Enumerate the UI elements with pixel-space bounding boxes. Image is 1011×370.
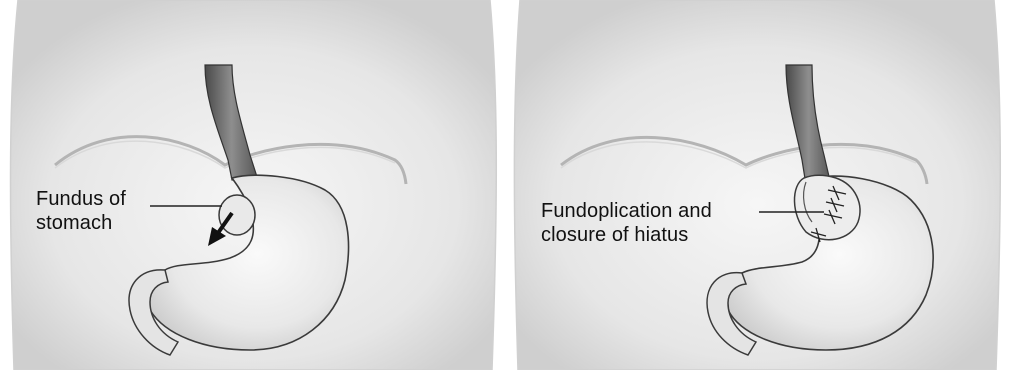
- after-repair-drawing: [506, 0, 1011, 370]
- hiatal-hernia-fundus: [219, 195, 255, 235]
- fundus-label: Fundus of stomach: [36, 187, 196, 235]
- fundoplication-label: Fundoplication and closure of hiatus: [541, 199, 771, 247]
- panel-after-repair: Fundoplication and closure of hiatus: [506, 0, 1011, 370]
- before-repair-drawing: [0, 0, 505, 370]
- panel-before-repair: Fundus of stomach: [0, 0, 505, 370]
